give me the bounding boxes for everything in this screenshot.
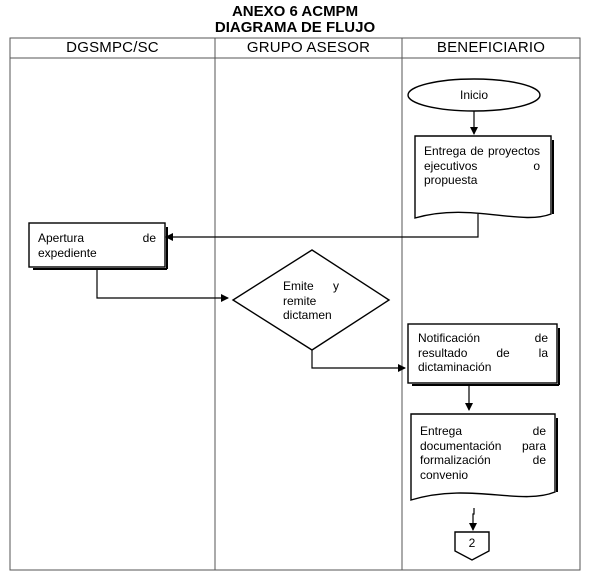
offpage-connector [454,531,490,561]
entrega-documentacion-document [410,413,556,501]
arrow-entrega-apertura [165,214,479,241]
swimlane-frame [9,37,581,571]
entrega-proyectos-label: Entrega de proyectos ejecutivos o propue… [424,144,540,187]
arrow-emite-notificacion [311,350,406,372]
diagram-subtitle: DIAGRAMA DE FLUJO [214,19,376,36]
arrow-entrega-conector [469,508,477,531]
notificacion-process [407,323,558,384]
emite-label: Emite y remite dictamen [283,279,339,322]
entrega-proyectos-document [414,135,552,219]
apertura-label: Apertura de expediente [38,231,156,260]
inicio-label: Inicio [459,88,488,102]
lane-header-beneficiario: BENEFICIARIO [436,39,546,56]
diagram-title: ANEXO 6 ACMPM [231,3,359,20]
lane-header-grupo-asesor: GRUPO ASESOR [246,39,371,56]
notificacion-label: Notificación de resultado de la dictamin… [418,331,548,374]
entrega-documentacion-label: Entrega de documentación para formalizac… [420,424,546,482]
lane-header-dgsmpc: DGSMPC/SC [66,39,159,56]
apertura-process [28,222,166,268]
conector-label: 2 [468,536,476,550]
arrow-apertura-emite [96,268,229,302]
